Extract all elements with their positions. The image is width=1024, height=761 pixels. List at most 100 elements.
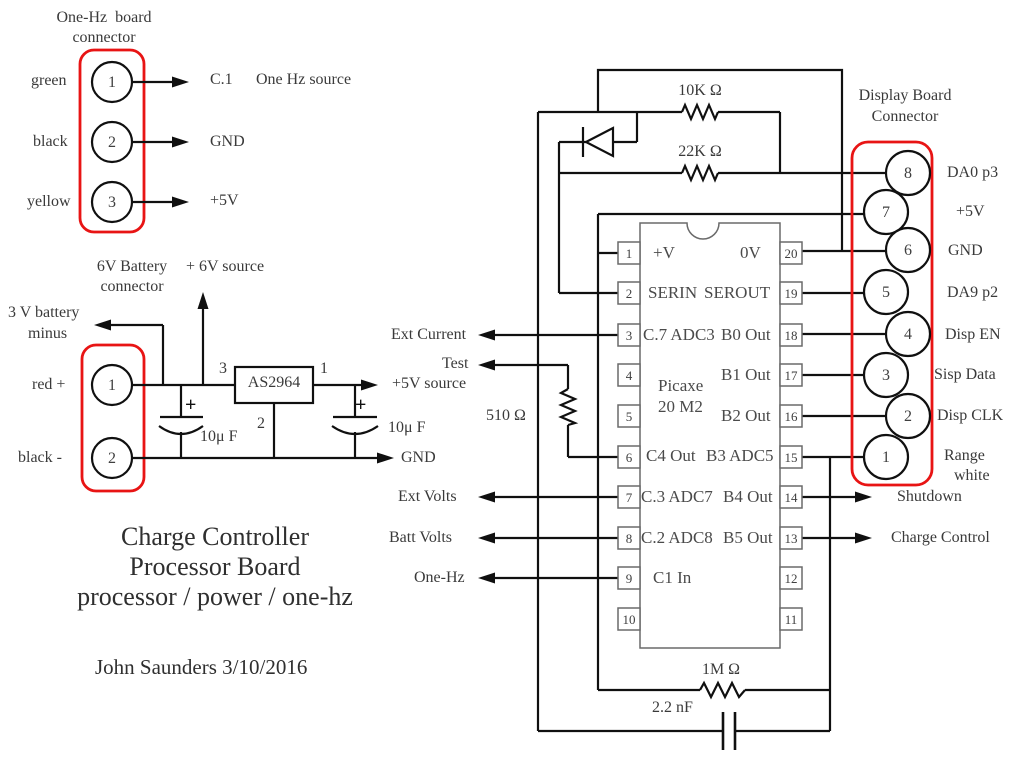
resistor-10k-value: 10K Ω xyxy=(678,82,722,99)
regulator-pin-label: 3 xyxy=(219,360,227,377)
display-pin-number: 4 xyxy=(904,326,912,343)
diode xyxy=(581,126,615,158)
chip-pin-label: B2 Out xyxy=(721,406,771,425)
display-connector-title: Display Board xyxy=(858,87,952,104)
display-pin-number: 1 xyxy=(882,449,890,466)
one-hz-pin-2-number: 2 xyxy=(108,134,116,151)
battery-pin-2-number: 2 xyxy=(108,450,116,467)
display-pin-4-circle xyxy=(884,310,932,358)
chip-pin-label: B4 Out xyxy=(723,487,773,506)
capacitor-plus-sign: + xyxy=(355,394,367,416)
chip-pin-number: 14 xyxy=(785,490,799,505)
five-v-source-label: +5V source xyxy=(392,375,467,392)
battery-minus-label2: minus xyxy=(28,325,68,342)
chip-pin-label: C1 In xyxy=(653,568,692,587)
regulator-pin-label: 2 xyxy=(257,415,265,432)
signal-label: GND xyxy=(210,133,245,150)
one-hz-pin-2-circle xyxy=(90,120,134,164)
wire-color-label: green xyxy=(31,72,67,89)
battery-pin-1-number: 1 xyxy=(108,377,116,394)
chip-pin-label: B0 Out xyxy=(721,325,771,344)
one-hz-connector-title2: connector xyxy=(72,29,136,46)
one-hz-pin-1-circle xyxy=(90,60,134,104)
chip-pin-label: B1 Out xyxy=(721,365,771,384)
arrow-up-icon xyxy=(197,292,209,309)
chip-pin-number: 3 xyxy=(626,328,633,343)
page-title-line2: Processor Board xyxy=(129,552,301,581)
display-pin-2-circle xyxy=(884,392,932,440)
chip-pin-label: C.2 ADC8 xyxy=(641,528,713,547)
display-pin-label: +5V xyxy=(956,203,985,220)
display-pin-label: Disp EN xyxy=(945,326,1001,343)
battery-power-graphics: 1 2 xyxy=(80,292,394,493)
battery-minus-label: 3 V battery xyxy=(8,304,80,321)
display-pin-6-circle xyxy=(884,226,932,274)
shutdown-label: Shutdown xyxy=(897,488,962,505)
display-pin-number: 2 xyxy=(904,408,912,425)
arrow-left-icon xyxy=(478,532,495,544)
chip-pin-number: 6 xyxy=(626,450,633,465)
capacitor-value: 10μ F xyxy=(200,428,238,445)
display-pin-label: Range xyxy=(944,447,985,464)
chip-pin-number: 12 xyxy=(785,571,798,586)
signal-label: +5V xyxy=(210,192,239,209)
chip-pin-label: 0V xyxy=(740,243,761,262)
chip-name-line1: Picaxe xyxy=(658,376,704,395)
battery-pin-1-circle xyxy=(90,363,134,407)
display-pin-number: 6 xyxy=(904,242,912,259)
arrow-right-icon xyxy=(855,491,872,503)
chip-pin-number: 18 xyxy=(785,328,798,343)
chip-pin-number: 19 xyxy=(785,286,798,301)
arrow-right-icon xyxy=(172,196,189,208)
display-pin-7-circle xyxy=(862,188,910,236)
arrow-right-icon xyxy=(172,136,189,148)
page-title-line3: processor / power / one-hz xyxy=(77,582,353,611)
display-pin-label: GND xyxy=(948,242,983,259)
display-connector-graphics: 8 7 6 5 4 3 2 1 xyxy=(850,140,934,487)
display-pin-3-circle xyxy=(862,351,910,399)
arrow-right-icon xyxy=(377,452,394,464)
display-pin-label: DA9 p2 xyxy=(947,284,999,301)
chip-pin-label: B5 Out xyxy=(723,528,773,547)
signal-desc-label: One Hz source xyxy=(256,71,352,88)
one-hz-connector-graphics: 1 2 3 xyxy=(78,48,189,234)
chip-body xyxy=(639,222,781,649)
chip-pin-number: 10 xyxy=(623,612,636,627)
regulator-pin-label: 1 xyxy=(320,360,328,377)
resistor-1m-value: 1M Ω xyxy=(701,661,741,678)
resistor-22k-value: 22K Ω xyxy=(678,143,722,160)
six-v-source-label: + 6V source xyxy=(186,258,265,275)
display-pin-number: 5 xyxy=(882,284,890,301)
display-pin-label: Sisp Data xyxy=(934,366,996,383)
display-pin-5-circle xyxy=(862,268,910,316)
arrow-right-icon xyxy=(361,379,378,391)
capacitor-value: 10μ F xyxy=(388,419,426,436)
chip-graphics: 1 2 3 4 5 6 7 8 9 10 20 19 18 17 16 15 1… xyxy=(617,222,803,649)
chip-pin-number: 17 xyxy=(785,368,799,383)
chip-pin-number: 7 xyxy=(626,490,633,505)
chip-pin-label: +V xyxy=(653,243,675,262)
chip-pin-number: 11 xyxy=(785,612,798,627)
display-pin-label: Disp CLK xyxy=(937,407,1004,424)
chip-pin-number: 5 xyxy=(626,409,633,424)
display-connector-title2: Connector xyxy=(871,108,939,125)
test-label: Test xyxy=(442,355,469,372)
chip-pin-number: 4 xyxy=(626,368,633,383)
display-pin-label: DA0 p3 xyxy=(947,164,999,181)
wire-color-label: red + xyxy=(32,376,66,393)
resistors xyxy=(558,102,746,700)
one-hz-connector-title: One-Hz board xyxy=(56,9,152,26)
display-pin-label2: white xyxy=(954,467,990,484)
chip-pin-number: 2 xyxy=(626,286,633,301)
display-pin-number: 7 xyxy=(882,204,890,221)
wire-color-label: black xyxy=(33,133,68,150)
arrow-right-icon xyxy=(172,76,189,88)
resistor-510-value: 510 Ω xyxy=(486,407,526,424)
arrow-left-icon xyxy=(478,329,495,341)
arrow-right-icon xyxy=(855,532,872,544)
charge-control-label: Charge Control xyxy=(891,529,990,546)
chip-pin-label: B3 ADC5 xyxy=(706,446,774,465)
capacitor-2n2 xyxy=(721,712,737,750)
display-pin-number: 3 xyxy=(882,367,890,384)
